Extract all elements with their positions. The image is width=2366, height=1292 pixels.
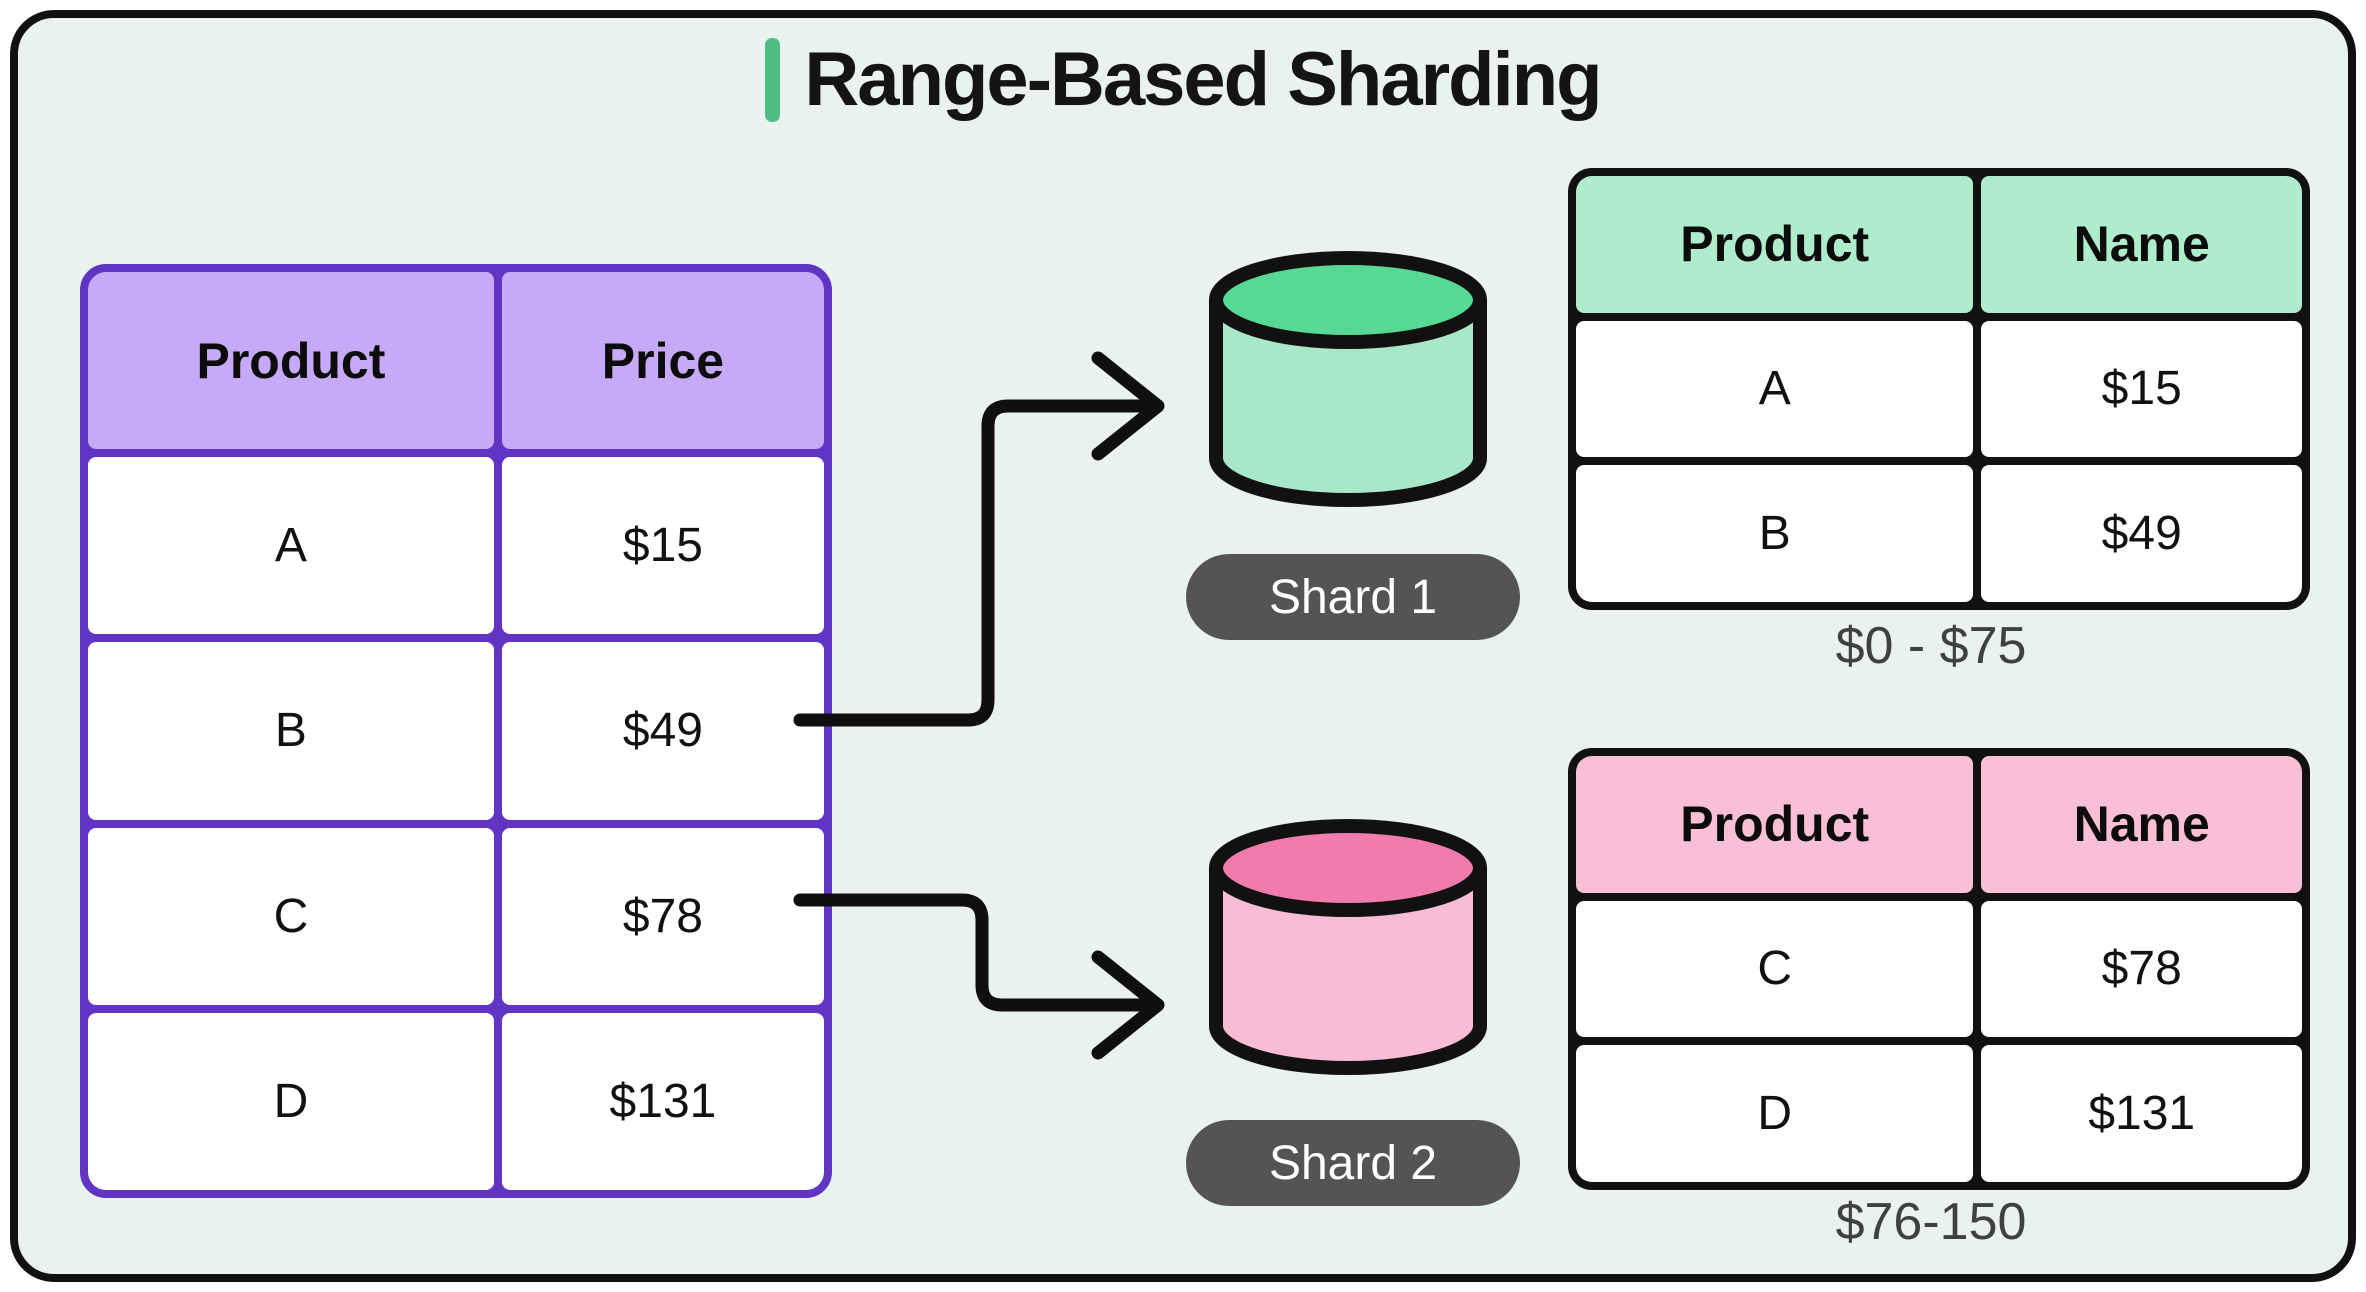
shard2-label-pill: Shard 2 [1186,1120,1520,1206]
shard2-label: Shard 2 [1268,1136,1438,1190]
main-table-cell: $49 [501,642,824,820]
shard2-range-label: $76-150 [1835,1193,2027,1251]
shard1-table: Product Name A $15 B $49 [1568,168,2310,610]
page-title: Range-Based Sharding [804,37,1602,122]
main-table-cell: B [88,642,494,820]
main-table-cell: D [88,1012,494,1190]
title-row: Range-Based Sharding [0,36,2366,123]
shard1-table-cell: $15 [1981,320,2302,458]
shard1-table-cell: B [1576,465,1974,602]
main-table-header-price: Price [501,272,824,450]
shard2-table-cell: D [1576,1045,1974,1182]
shard1-label-pill: Shard 1 [1186,554,1520,640]
shard1-table-header-name: Name [1981,176,2302,313]
shard2-table-cell: $78 [1981,900,2302,1038]
shard1-label: Shard 1 [1268,570,1438,624]
main-table-cell: A [88,457,494,635]
shard1-range-label: $0 - $75 [1835,617,2027,675]
shard2-table-cell: $131 [1981,1045,2302,1182]
shard1-table-cell: $49 [1981,465,2302,602]
main-product-price-table: Product Price A $15 B $49 C $78 D $131 [80,264,832,1198]
shard2-database-icon [1209,819,1487,1075]
main-table-cell: $131 [501,1012,824,1190]
main-table-header-product: Product [88,272,494,450]
main-table-cell: C [88,827,494,1005]
shard1-table-cell: A [1576,320,1974,458]
shard2-table-header-product: Product [1576,756,1974,893]
shard1-database-icon [1209,251,1487,507]
main-table-cell: $15 [501,457,824,635]
title-accent-bar [765,37,781,122]
shard2-table: Product Name C $78 D $131 [1568,748,2310,1190]
shard2-table-cell: C [1576,900,1974,1038]
shard1-table-header-product: Product [1576,176,1974,313]
shard2-table-header-name: Name [1981,756,2302,893]
main-table-cell: $78 [501,827,824,1005]
